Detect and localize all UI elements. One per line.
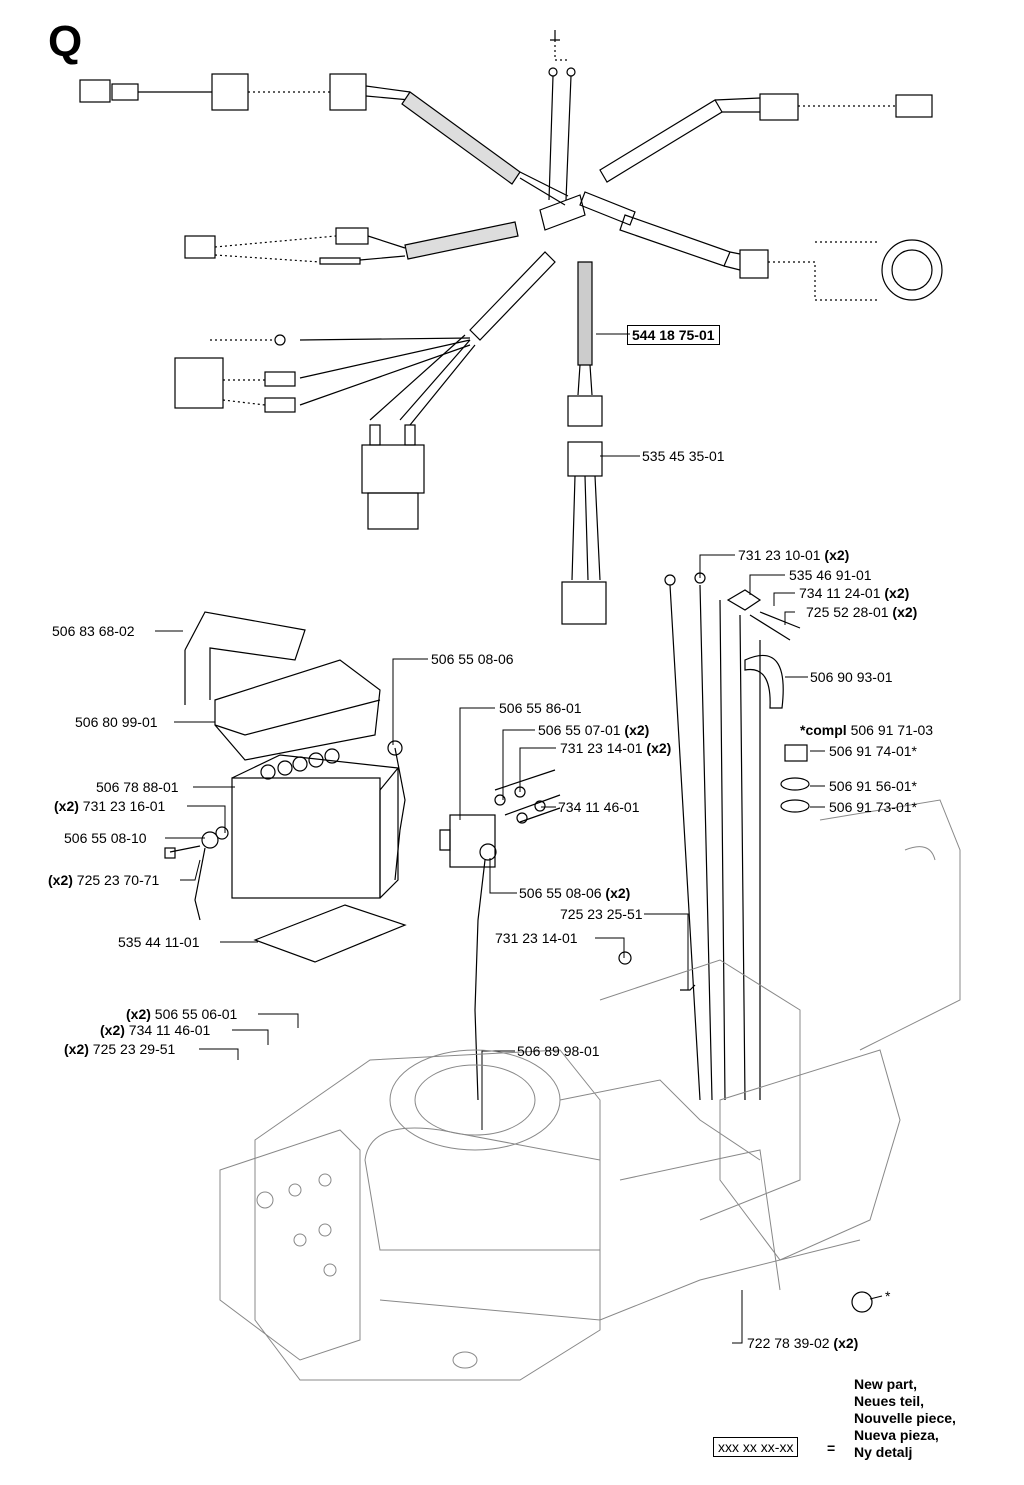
label-nut-c[interactable]: 731 23 14-01 (x2) xyxy=(560,740,671,756)
ignition-group xyxy=(618,572,873,1313)
qty: (x2) xyxy=(833,1335,859,1351)
label-battery-holder[interactable]: 506 83 68-02 xyxy=(52,623,135,639)
wiring-harness xyxy=(79,30,943,625)
battery-group xyxy=(164,611,407,963)
label-key[interactable]: 506 91 74-01* xyxy=(829,743,917,759)
part-number: 731 23 10-01 xyxy=(738,547,821,563)
battery xyxy=(231,777,381,899)
legend-line: Nueva pieza, xyxy=(854,1427,939,1443)
part-number: 506 55 08-06 xyxy=(519,885,602,901)
part-number: 506 55 06-01 xyxy=(154,1006,238,1022)
qty: (x2) xyxy=(48,872,73,888)
qty: (x2) xyxy=(64,1041,89,1057)
label-battery[interactable]: 506 78 88-01 xyxy=(96,779,179,795)
label-washer-c[interactable]: 734 11 46-01 xyxy=(558,799,640,815)
label-part-5065507[interactable]: 506 55 07-01 (x2) xyxy=(538,722,649,738)
part-number: 734 11 24-01 xyxy=(799,585,881,601)
qty: (x2) xyxy=(884,585,910,601)
label-nut-b[interactable]: (x2) 731 23 16-01 xyxy=(54,798,165,814)
qty: (x2) xyxy=(824,547,850,563)
legend-box: xxx xx xx-xx xyxy=(713,1437,799,1457)
label-nut-d[interactable]: 731 23 14-01 xyxy=(495,930,578,946)
legend-line: Nouvelle piece, xyxy=(854,1410,956,1426)
label-screw-a[interactable]: 725 52 28-01 (x2) xyxy=(806,604,917,620)
legend-line: Neues teil, xyxy=(854,1393,925,1409)
part-number: 506 55 07-01 xyxy=(538,722,621,738)
label-screw-b[interactable]: (x2) 725 23 70-71 xyxy=(48,872,159,888)
ignition-switch-connector xyxy=(881,239,943,301)
legend-equals: = xyxy=(827,1440,836,1456)
label-spacer[interactable]: (x2) 506 55 06-01 xyxy=(126,1006,237,1022)
new-part-legend: New part, Neues teil, Nouvelle piece, Nu… xyxy=(854,1376,956,1461)
label-ground[interactable]: 506 89 98-01 xyxy=(517,1043,600,1059)
qty: (x2) xyxy=(54,798,79,814)
label-relay[interactable]: 506 55 86-01 xyxy=(499,700,582,716)
qty: (x2) xyxy=(646,740,672,756)
label-washer-d[interactable]: (x2) 734 11 46-01 xyxy=(100,1022,210,1038)
part-number: 725 52 28-01 xyxy=(806,604,889,620)
label-connector[interactable]: 535 45 35-01 xyxy=(642,448,725,464)
label-harness[interactable]: 544 18 75-01 xyxy=(627,325,720,345)
qty: (x2) xyxy=(624,722,650,738)
leader-lines xyxy=(155,333,883,1344)
qty: (x2) xyxy=(605,885,631,901)
legend-line: New part, xyxy=(854,1376,918,1392)
part-number: 731 23 16-01 xyxy=(82,798,166,814)
part-number: 725 23 29-51 xyxy=(92,1041,176,1057)
label-screw-d[interactable]: (x2) 725 23 29-51 xyxy=(64,1041,175,1057)
part-number: 734 11 46-01 xyxy=(128,1022,211,1038)
qty: (x2) xyxy=(100,1022,125,1038)
label-cable-end[interactable]: 506 55 08-10 xyxy=(64,830,147,846)
part-number: 731 23 14-01 xyxy=(560,740,643,756)
part-number: 725 23 70-71 xyxy=(76,872,160,888)
label-ignition-plate[interactable]: 506 91 73-01* xyxy=(829,799,917,815)
section-letter: Q xyxy=(48,17,83,66)
label-battery-cover[interactable]: 506 80 99-01 xyxy=(75,714,158,730)
label-cable-top[interactable]: 506 55 08-06 xyxy=(431,651,514,667)
legend-line: Ny detalj xyxy=(854,1444,913,1460)
switch-connector-left xyxy=(79,79,111,103)
label-screw-c[interactable]: 725 23 25-51 xyxy=(560,906,643,922)
label-washer-a[interactable]: 734 11 24-01 (x2) xyxy=(799,585,909,601)
compl-prefix: *compl xyxy=(800,722,847,738)
label-nut-top[interactable]: 731 23 10-01 (x2) xyxy=(738,547,849,563)
tractor-frame xyxy=(219,799,961,1381)
label-ignition-nut[interactable]: 506 91 56-01* xyxy=(829,778,917,794)
part-number: 506 91 71-03 xyxy=(850,722,934,738)
part-number: 722 78 39-02 xyxy=(747,1335,830,1351)
qty: (x2) xyxy=(892,604,918,620)
label-cable-mid[interactable]: 506 55 08-06 (x2) xyxy=(519,885,630,901)
label-clamp[interactable]: 506 90 93-01 xyxy=(810,669,893,685)
label-compl[interactable]: *compl 506 91 71-03 xyxy=(800,722,933,738)
label-wire[interactable]: 722 78 39-02 (x2) xyxy=(747,1335,858,1351)
star-mark: * xyxy=(885,1288,891,1304)
label-mat[interactable]: 535 44 11-01 xyxy=(118,934,200,950)
label-switch-bracket[interactable]: 535 46 91-01 xyxy=(789,567,872,583)
qty: (x2) xyxy=(126,1006,151,1022)
solenoid-group xyxy=(439,769,561,1101)
